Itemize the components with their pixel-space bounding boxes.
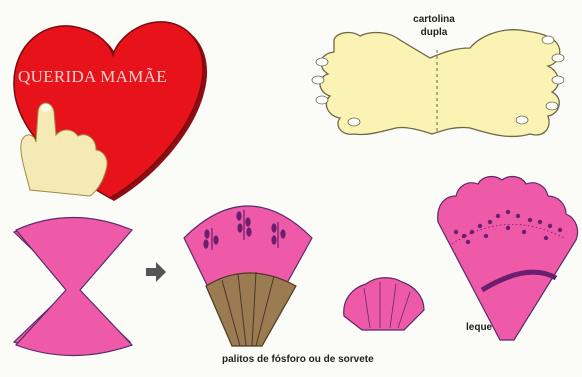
leque-label: leque — [466, 322, 506, 334]
heart-greeting-text: QUERIDA MAMÃE — [18, 67, 188, 87]
right-arrow-icon — [146, 262, 166, 282]
finished-fan — [438, 177, 578, 340]
palitos-label: palitos de fósforo ou de sorvete — [222, 354, 422, 366]
fan-with-sticks — [184, 206, 312, 346]
paper-hands — [312, 30, 564, 137]
folded-fan — [344, 278, 424, 330]
bowtie-shape — [14, 218, 132, 356]
dupla-label: dupla — [404, 27, 464, 39]
heart-card — [14, 22, 207, 201]
cartolina-label: cartolina — [404, 14, 464, 26]
